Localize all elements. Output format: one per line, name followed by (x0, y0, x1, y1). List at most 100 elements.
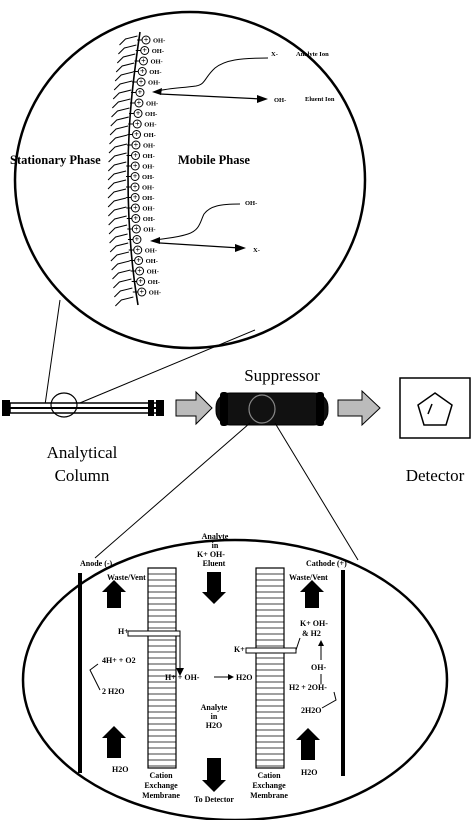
plus-sign: + (133, 204, 138, 213)
plus-sign: + (142, 46, 147, 55)
positive-site-icon (130, 193, 140, 202)
resin-chain-segment (111, 98, 131, 109)
resin-chain-segment (116, 53, 136, 64)
plus-sign: + (133, 151, 138, 160)
detector-label: Detector (406, 466, 465, 485)
analyte-water-2: in (211, 712, 218, 721)
mobile-phase-label: Mobile Phase (178, 153, 250, 167)
plus-sign: + (133, 214, 138, 223)
plus-sign: + (133, 172, 138, 181)
membrane-right-2: Exchange (252, 781, 286, 790)
resin-chain-segment (111, 260, 130, 271)
plus-sign: + (138, 88, 143, 97)
hydroxide-label: OH- (145, 248, 157, 255)
resin-chain-segment (114, 71, 134, 82)
plus-sign: + (133, 162, 138, 171)
flow-arrow-1 (175, 390, 213, 426)
column-end-right (156, 400, 164, 416)
analyte-water-3: H2O (206, 721, 222, 730)
charge-sites: +++++++++++++++++++++++++ (126, 35, 151, 297)
analyte-arrowhead (152, 88, 162, 95)
hydroxide-label: OH- (144, 132, 156, 139)
resin-chain-segment (107, 188, 127, 199)
positive-site-icon (141, 35, 151, 45)
lower-oh-arrowhead (150, 237, 160, 244)
plus-sign: + (138, 277, 143, 286)
hydroxide-label: OH- (142, 185, 154, 192)
waste-vent-right: Waste/Vent (289, 573, 328, 582)
k-plus-path (295, 637, 301, 651)
resin-chain-segment (109, 242, 129, 253)
to-detector-arrow (202, 758, 226, 792)
zoom-line-top-left (44, 299, 61, 406)
positive-site-icon (132, 130, 142, 139)
resin-chain-segment (112, 89, 132, 100)
plus-sign: + (134, 141, 139, 150)
membrane-right-3: Membrane (250, 791, 288, 800)
waste-vent-left-arrow (102, 580, 126, 608)
lower-x-line (159, 242, 241, 249)
cathode-reaction-arrow (321, 691, 337, 709)
resin-chain-segment (119, 35, 138, 46)
resin-chain-segment (107, 161, 127, 172)
plus-sign: + (140, 67, 145, 76)
hydroxide-label: OH- (147, 269, 159, 276)
positive-site-icon (131, 151, 141, 160)
anode-label: Anode (-) (80, 559, 113, 568)
four-h-plus-o2: 4H+ + O2 (102, 656, 136, 665)
center-reaction-head (228, 674, 234, 680)
hydroxide-label: OH- (149, 69, 161, 76)
cation-exchange-membrane-right (255, 567, 285, 769)
instrument-row: Analytical Column Suppressor Detector (2, 366, 471, 485)
resin-chain-segment (118, 44, 137, 55)
zoom-line-top-right (74, 329, 256, 406)
anode-reaction-arrow (89, 663, 101, 691)
plus-sign: + (139, 78, 144, 87)
detector-cell-icon (417, 392, 453, 426)
hydroxide-label: OH- (142, 206, 154, 213)
water-in-right-arrow (296, 728, 320, 760)
hydroxide-label: OH- (142, 164, 154, 171)
plus-sign: + (135, 235, 140, 244)
k-plus: K+ (234, 645, 245, 654)
hydroxide-label: OH- (146, 101, 158, 108)
plus-sign: + (137, 267, 142, 276)
resin-chains (107, 35, 138, 307)
positive-site-icon (135, 88, 145, 97)
resin-chain-segment (113, 278, 132, 289)
k-plus-channel (245, 647, 297, 654)
hydroxide-label: OH- (145, 111, 157, 118)
hydroxide-label: OH- (143, 227, 155, 234)
koh-line1: K+ OH- (300, 619, 328, 628)
detector-cell-mark (427, 403, 433, 415)
positive-site-icon (134, 98, 144, 108)
hydroxide-label: OH- (146, 258, 158, 265)
plus-sign: + (135, 120, 140, 129)
positive-site-icon (130, 203, 140, 213)
plus-sign: + (135, 246, 140, 255)
positive-site-icon (131, 214, 141, 223)
resin-chain-segment (109, 125, 129, 136)
resin-chain-segment (115, 62, 135, 73)
resin-chain-segment (108, 152, 127, 163)
positive-site-icon (133, 245, 143, 255)
analyte-ion-path (157, 57, 269, 92)
membrane-frame (255, 567, 285, 769)
suppressor-cap-right (316, 392, 324, 426)
resin-chain-segment (107, 197, 127, 208)
hydroxide-label: OH- (152, 48, 164, 55)
plus-sign: + (133, 193, 138, 202)
hydroxide-label: OH- (143, 216, 155, 223)
plus-sign: + (133, 183, 138, 192)
positive-site-icon (135, 266, 145, 276)
h-plus-channel (127, 630, 181, 637)
suppressor-label: Suppressor (244, 366, 320, 385)
stationary-phase-zoom: +++++++++++++++++++++++++ OH- OH- OH- OH- OH… (10, 10, 367, 350)
resin-chain-segment (113, 80, 133, 91)
hydroxide-label: OH- (144, 122, 156, 129)
plus-sign: + (136, 256, 141, 265)
lower-oh-label: OH- (245, 200, 257, 207)
hydroxide-label: OH- (142, 174, 154, 181)
waste-vent-left: Waste/Vent (107, 573, 146, 582)
stationary-phase-label: Stationary Phase (10, 153, 101, 167)
